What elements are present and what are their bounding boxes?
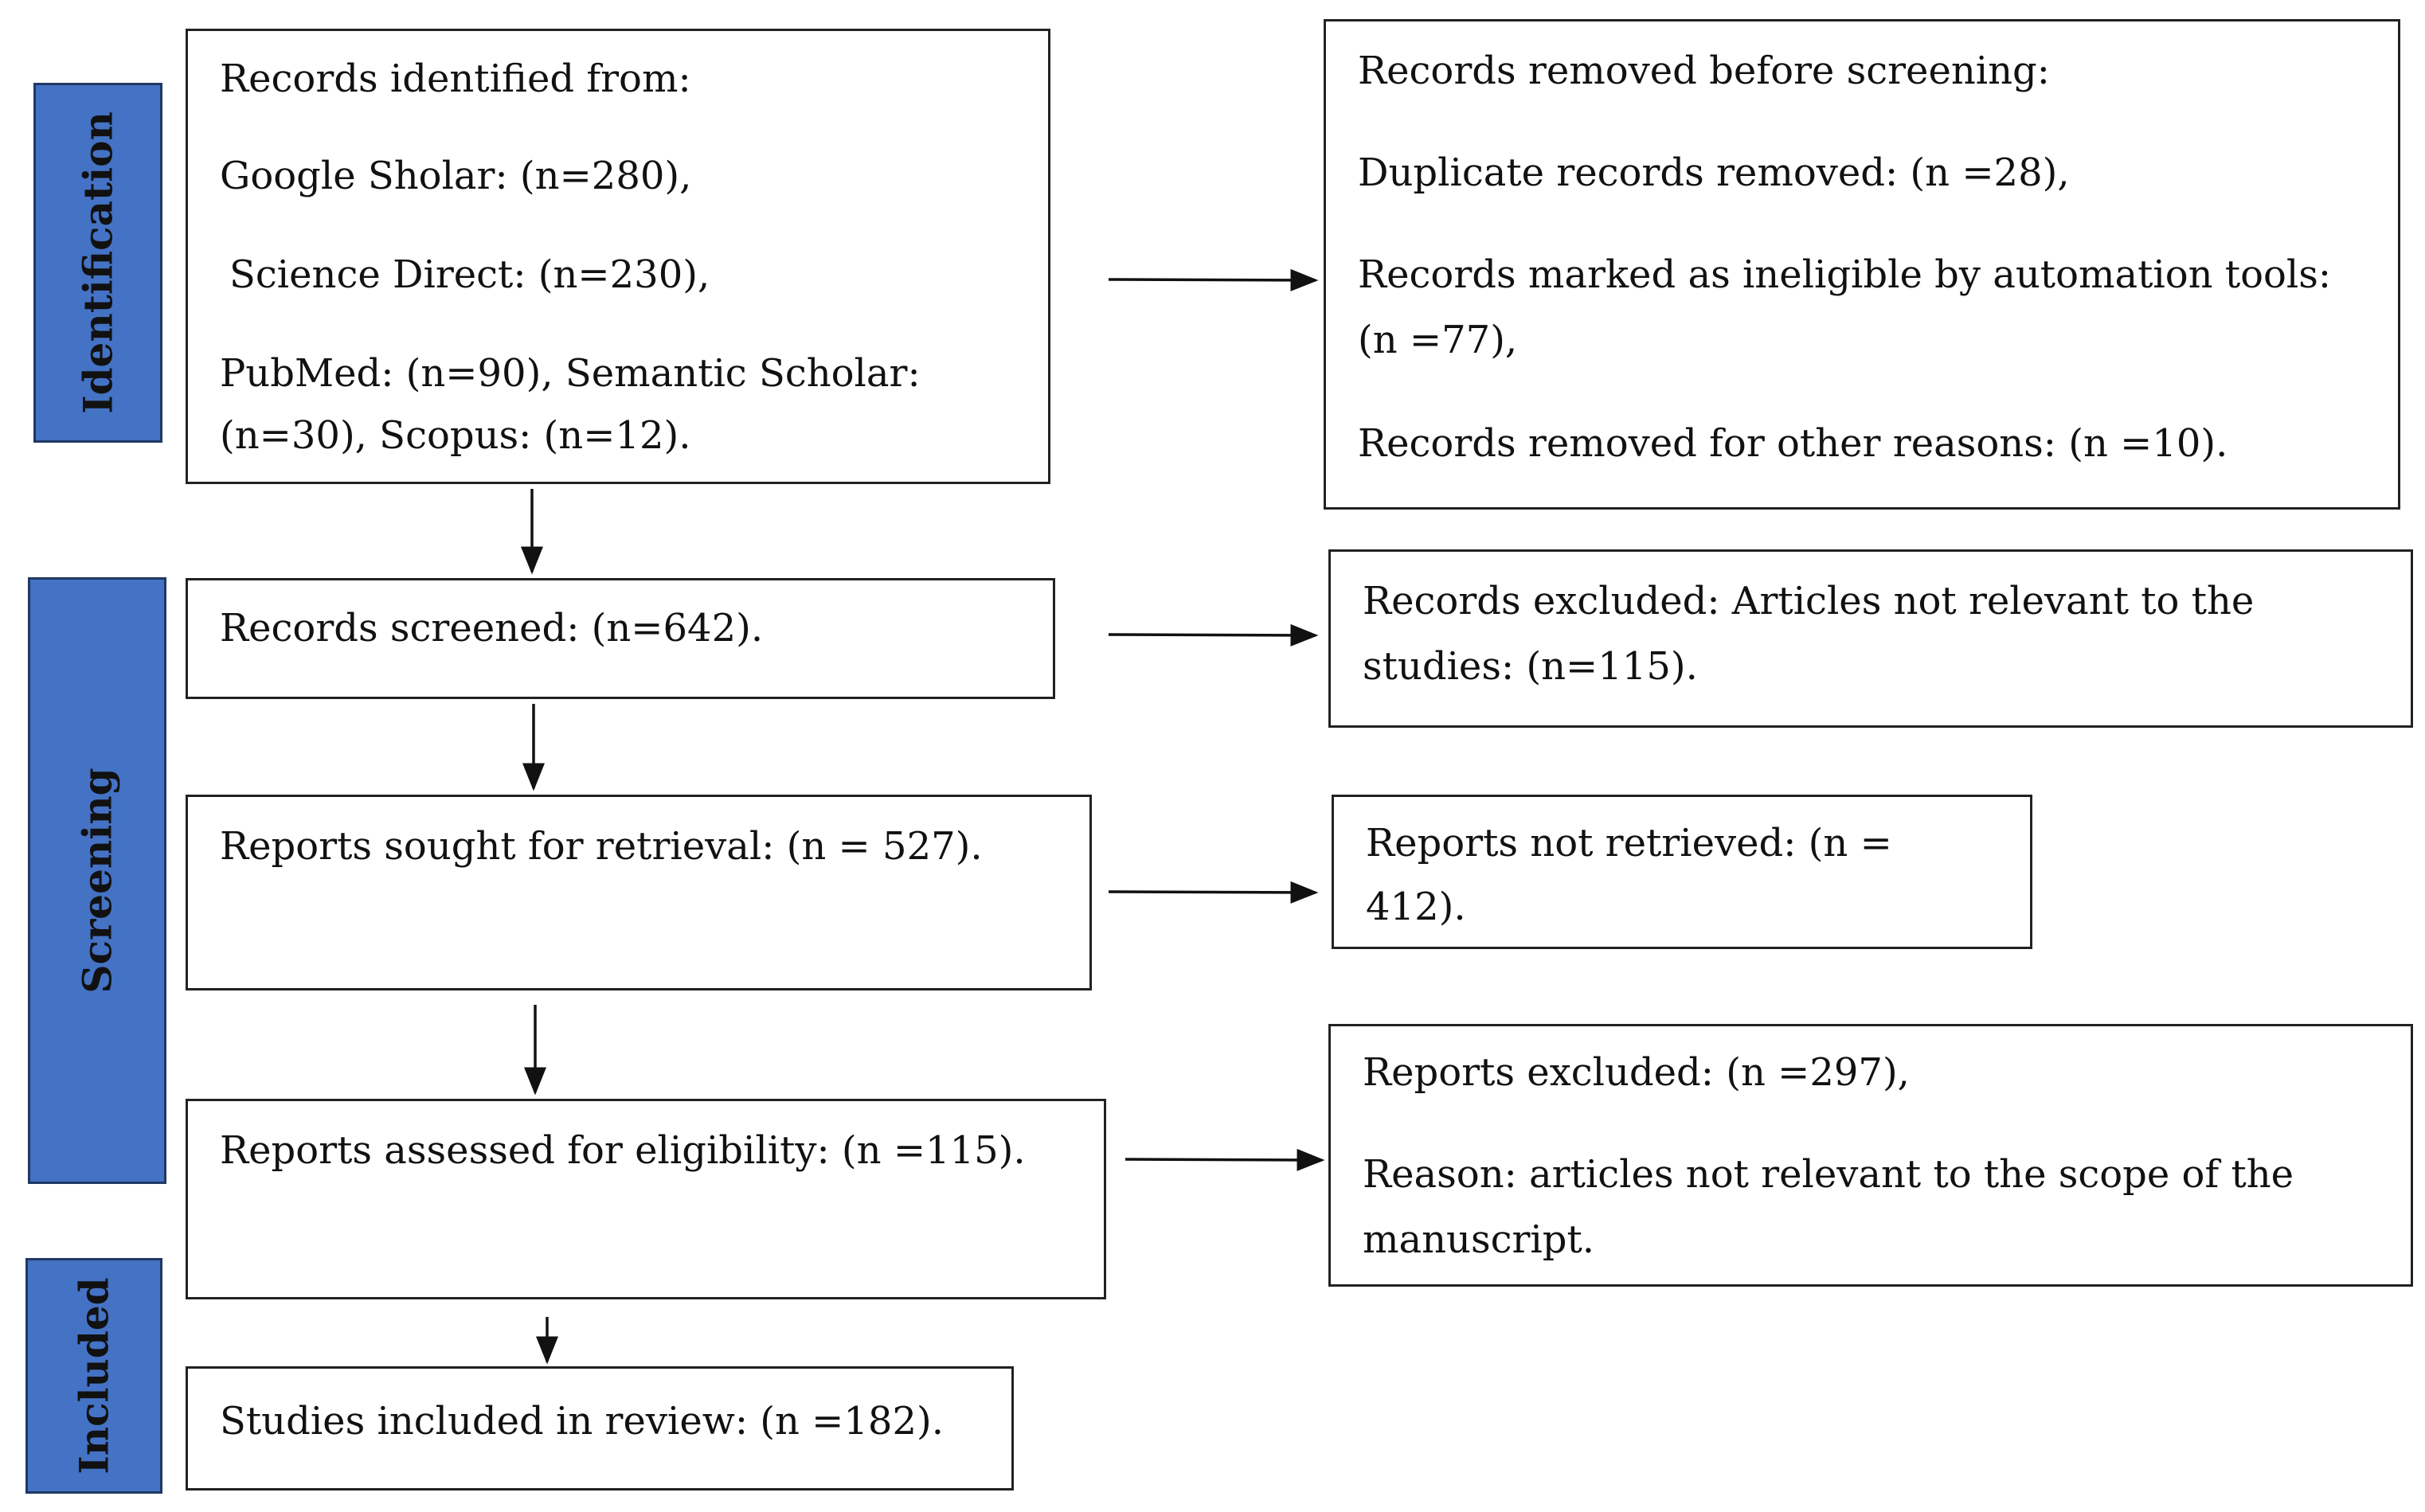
removed-other-reasons: Records removed for other reasons: (n =1… <box>1358 421 2228 466</box>
removed-duplicates: Duplicate records removed: (n =28), <box>1358 150 2070 195</box>
not-retrieved-line-1: Reports not retrieved: (n = <box>1366 821 1892 865</box>
phase-identification-label: Identification <box>74 111 122 414</box>
removed-heading: Records removed before screening: <box>1358 49 2050 93</box>
not-retrieved-line-2: 412). <box>1366 885 1466 929</box>
arrow-identified-to-removed <box>1108 268 1319 291</box>
records-identified-box: Records identified from: Google Sholar: … <box>186 29 1050 484</box>
reports-not-retrieved-box: Reports not retrieved: (n = 412). <box>1332 795 2032 949</box>
sought-text: Reports sought for retrieval: (n = 527). <box>220 824 983 869</box>
removed-automation-line-1: Records marked as ineligible by automati… <box>1358 252 2332 297</box>
reports-excluded-box: Reports excluded: (n =297), Reason: arti… <box>1328 1024 2413 1287</box>
identified-heading: Records identified from: <box>220 57 691 101</box>
identified-google-scholar: Google Sholar: (n=280), <box>220 154 692 198</box>
reports-excluded-reason-line-2: manuscript. <box>1363 1217 1595 1262</box>
phase-included: Included <box>25 1258 162 1494</box>
arrow-sought-to-not-retrieved <box>1108 881 1319 904</box>
reports-assessed-box: Reports assessed for eligibility: (n =11… <box>186 1099 1106 1299</box>
identified-pubmed-line-1: PubMed: (n=90), Semantic Scholar: <box>220 351 921 396</box>
arrow-assessed-to-reports-excluded <box>1124 1148 1325 1171</box>
reports-excluded-count: Reports excluded: (n =297), <box>1363 1050 1910 1095</box>
phase-screening-label: Screening <box>73 768 121 994</box>
reports-sought-box: Reports sought for retrieval: (n = 527). <box>186 795 1092 990</box>
identified-science-direct: Science Direct: (n=230), <box>229 252 710 297</box>
phase-identification: Identification <box>33 83 162 443</box>
excluded-line-1: Records excluded: Articles not relevant … <box>1363 579 2255 623</box>
records-removed-box: Records removed before screening: Duplic… <box>1324 19 2400 510</box>
identified-pubmed-line-2: (n=30), Scopus: (n=12). <box>220 413 691 458</box>
screened-text: Records screened: (n=642). <box>220 606 764 651</box>
removed-automation-line-2: (n =77), <box>1358 318 1518 362</box>
reports-excluded-reason-line-1: Reason: articles not relevant to the sco… <box>1363 1152 2294 1197</box>
records-excluded-box: Records excluded: Articles not relevant … <box>1328 549 2413 728</box>
excluded-line-2: studies: (n=115). <box>1363 644 1698 689</box>
phase-included-label: Included <box>70 1277 118 1475</box>
assessed-text: Reports assessed for eligibility: (n =11… <box>220 1128 1026 1173</box>
phase-screening: Screening <box>28 577 166 1184</box>
included-text: Studies included in review: (n =182). <box>220 1399 944 1444</box>
records-screened-box: Records screened: (n=642). <box>186 578 1055 699</box>
studies-included-box: Studies included in review: (n =182). <box>186 1366 1014 1491</box>
